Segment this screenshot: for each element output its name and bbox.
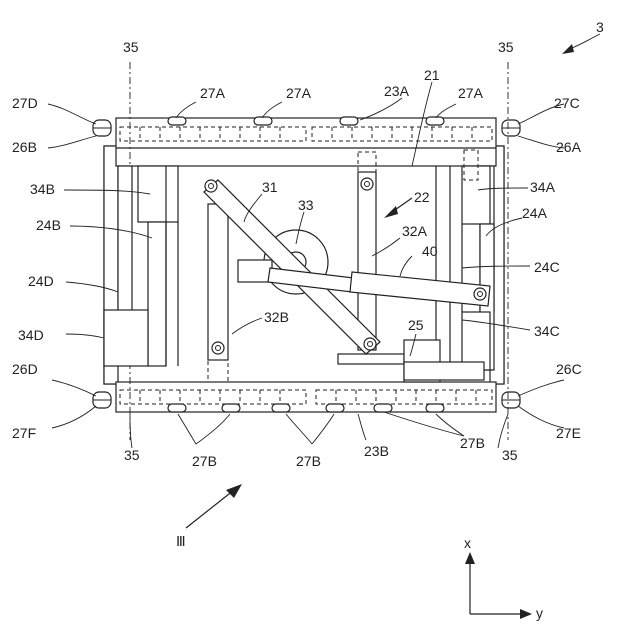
label-23A: 23A (384, 83, 410, 99)
axis-x-label: x (464, 535, 471, 551)
label-34B: 34B (30, 181, 55, 197)
axes-indicator (465, 552, 532, 619)
label-35-tl: 35 (123, 39, 139, 55)
top-beam-23A (116, 117, 496, 166)
wheel-27B-2 (222, 404, 240, 412)
label-21: 21 (424, 67, 440, 83)
label-27C: 27C (554, 95, 580, 111)
label-35-br: 35 (502, 447, 518, 463)
label-32B: 32B (264, 309, 289, 325)
wheel-27A-2 (254, 117, 272, 125)
label-27A-3: 27A (458, 85, 484, 101)
arm-32B (208, 204, 228, 360)
label-27A-2: 27A (286, 85, 312, 101)
wheel-27A-3 (340, 117, 358, 125)
label-27B-3: 27B (460, 435, 485, 451)
label-22: 22 (414, 189, 430, 205)
bottom-beam-23B (116, 382, 496, 412)
wheel-27B-1 (168, 404, 186, 412)
label-34C: 34C (534, 323, 560, 339)
wheel-27B-5 (374, 404, 392, 412)
label-35-bl: 35 (124, 447, 140, 463)
rail-24D (118, 166, 132, 312)
wheel-27A-4 (426, 117, 444, 125)
wheel-27B-6 (426, 404, 444, 412)
wheel-27B-3 (272, 404, 290, 412)
label-27B-2: 27B (296, 453, 321, 469)
label-35-tr: 35 (498, 39, 514, 55)
label-27A-1: 27A (200, 85, 226, 101)
label-24D: 24D (28, 273, 54, 289)
label-24C: 24C (534, 259, 560, 275)
label-24A: 24A (522, 205, 548, 221)
label-32A: 32A (402, 223, 428, 239)
label-27D: 27D (12, 95, 38, 111)
plate-25-base (404, 362, 484, 380)
view-label: Ⅲ (176, 533, 186, 549)
block-34A (462, 166, 490, 224)
view-arrow-III (186, 484, 242, 528)
label-23B: 23B (364, 443, 389, 459)
label-26B: 26B (12, 139, 37, 155)
actuator-40-mount (238, 260, 272, 282)
label-27E: 27E (556, 425, 581, 441)
label-31: 31 (262, 179, 278, 195)
label-40: 40 (422, 243, 438, 259)
label-26A: 26A (556, 139, 582, 155)
wheel-27B-4 (326, 404, 344, 412)
label-34A: 34A (530, 179, 556, 195)
plate-25-top (338, 354, 404, 364)
arm-32B-body (208, 204, 228, 360)
label-27B-1: 27B (192, 453, 217, 469)
wheel-27A-1 (168, 117, 186, 125)
rail-24B (148, 222, 166, 366)
figure-number: 3 (596, 19, 604, 35)
axis-y-label: y (536, 605, 543, 621)
label-25: 25 (408, 317, 424, 333)
block-34D (104, 310, 148, 366)
label-26C: 26C (556, 361, 582, 377)
figure-arrow-3 (562, 44, 574, 54)
block-34B (138, 166, 178, 222)
label-27F: 27F (12, 425, 36, 441)
label-34D: 34D (18, 327, 44, 343)
label-26D: 26D (12, 361, 38, 377)
label-24B: 24B (36, 217, 61, 233)
label-33: 33 (298, 197, 314, 213)
